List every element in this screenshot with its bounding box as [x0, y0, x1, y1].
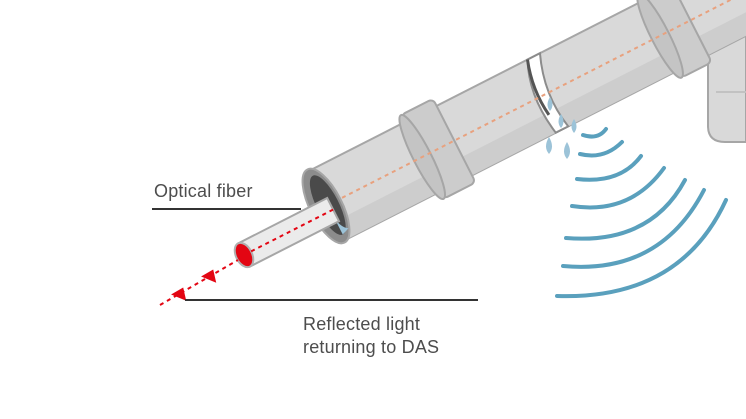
acoustic-wave-icon: [555, 127, 728, 299]
reflected-light-label-line2: returning to DAS: [303, 337, 440, 358]
pipe-collar-2: [636, 0, 712, 79]
optical-fiber-label: Optical fiber: [154, 181, 253, 201]
arrowhead-icon: [171, 287, 187, 301]
reflected-light-signal: [159, 259, 239, 306]
optical-fiber-cable: [233, 196, 341, 269]
reflected-light-label-line1: Reflected light: [303, 314, 421, 334]
water-drops-icon: [546, 97, 577, 159]
pipe-crack: [525, 51, 570, 134]
reflected-light-label: Reflected light returning to DAS: [303, 313, 439, 359]
main-pipe: [301, 0, 746, 245]
arrowhead-icon: [201, 269, 217, 283]
